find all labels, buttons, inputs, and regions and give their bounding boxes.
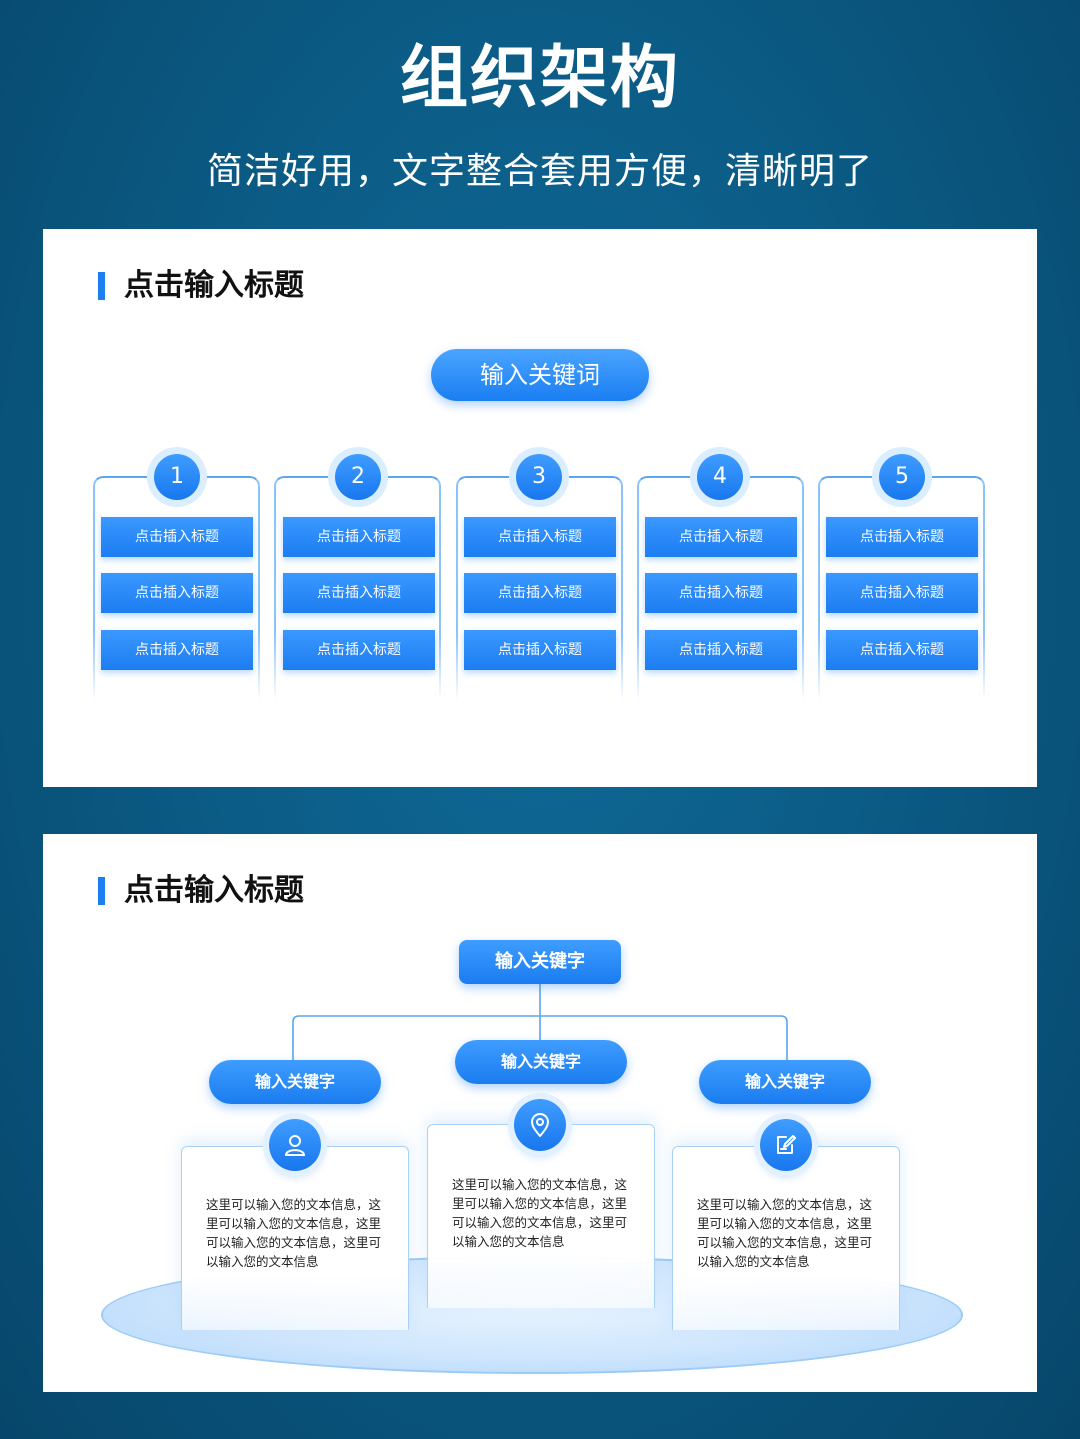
column-4-item-1[interactable]: 点击插入标题 — [645, 517, 797, 557]
top-keyword-box[interactable]: 输入关键字 — [459, 940, 621, 984]
root-keyword-pill[interactable]: 输入关键词 — [431, 349, 649, 401]
org-chart-panel-1: 点击输入标题 输入关键词 1 点击插入标题 点击插入标题 点击插入标题 2 点击… — [43, 229, 1037, 787]
location-pin-icon — [514, 1099, 566, 1151]
column-4-item-2[interactable]: 点击插入标题 — [645, 573, 797, 613]
branch-3-text[interactable]: 这里可以输入您的文本信息，这里可以输入您的文本信息，这里可以输入您的文本信息，这… — [697, 1197, 873, 1269]
column-5-item-2[interactable]: 点击插入标题 — [826, 573, 978, 613]
page-subtitle: 简洁好用，文字整合套用方便，清晰明了 — [206, 151, 873, 192]
number-badge-5: 5 — [872, 447, 932, 507]
branch-3-card: 这里可以输入您的文本信息，这里可以输入您的文本信息，这里可以输入您的文本信息，这… — [672, 1146, 900, 1330]
column-2-item-1[interactable]: 点击插入标题 — [283, 517, 435, 557]
column-5-item-3[interactable]: 点击插入标题 — [826, 630, 978, 670]
column-3-item-3[interactable]: 点击插入标题 — [464, 630, 616, 670]
branch-1-text[interactable]: 这里可以输入您的文本信息，这里可以输入您的文本信息，这里可以输入您的文本信息，这… — [206, 1197, 382, 1269]
column-4-item-3[interactable]: 点击插入标题 — [645, 630, 797, 670]
column-5-item-1[interactable]: 点击插入标题 — [826, 517, 978, 557]
section-title[interactable]: 点击输入标题 — [98, 269, 304, 303]
user-icon — [269, 1119, 321, 1171]
branch-2-card: 这里可以输入您的文本信息，这里可以输入您的文本信息，这里可以输入您的文本信息，这… — [427, 1124, 655, 1308]
column-1-item-2[interactable]: 点击插入标题 — [101, 573, 253, 613]
branch-2-label[interactable]: 输入关键字 — [455, 1040, 627, 1084]
connector-lines — [292, 984, 788, 1062]
column-1-item-1[interactable]: 点击插入标题 — [101, 517, 253, 557]
edit-note-icon — [760, 1119, 812, 1171]
section-title[interactable]: 点击输入标题 — [98, 874, 304, 908]
page-title: 组织架构 — [399, 38, 680, 118]
org-chart-panel-2: 点击输入标题 输入关键字 输入关键字 输入关键字 输入关键字 这里可以输入您的文… — [43, 834, 1037, 1392]
column-3-item-1[interactable]: 点击插入标题 — [464, 517, 616, 557]
number-badge-3: 3 — [509, 447, 569, 507]
column-2-item-3[interactable]: 点击插入标题 — [283, 630, 435, 670]
number-badge-2: 2 — [328, 447, 388, 507]
column-3-item-2[interactable]: 点击插入标题 — [464, 573, 616, 613]
number-badge-1: 1 — [147, 447, 207, 507]
number-badge-4: 4 — [690, 447, 750, 507]
column-1-item-3[interactable]: 点击插入标题 — [101, 630, 253, 670]
branch-1-card: 这里可以输入您的文本信息，这里可以输入您的文本信息，这里可以输入您的文本信息，这… — [181, 1146, 409, 1330]
column-2-item-2[interactable]: 点击插入标题 — [283, 573, 435, 613]
branch-2-text[interactable]: 这里可以输入您的文本信息，这里可以输入您的文本信息，这里可以输入您的文本信息，这… — [452, 1177, 628, 1249]
branch-1-label[interactable]: 输入关键字 — [209, 1060, 381, 1104]
branch-3-label[interactable]: 输入关键字 — [699, 1060, 871, 1104]
